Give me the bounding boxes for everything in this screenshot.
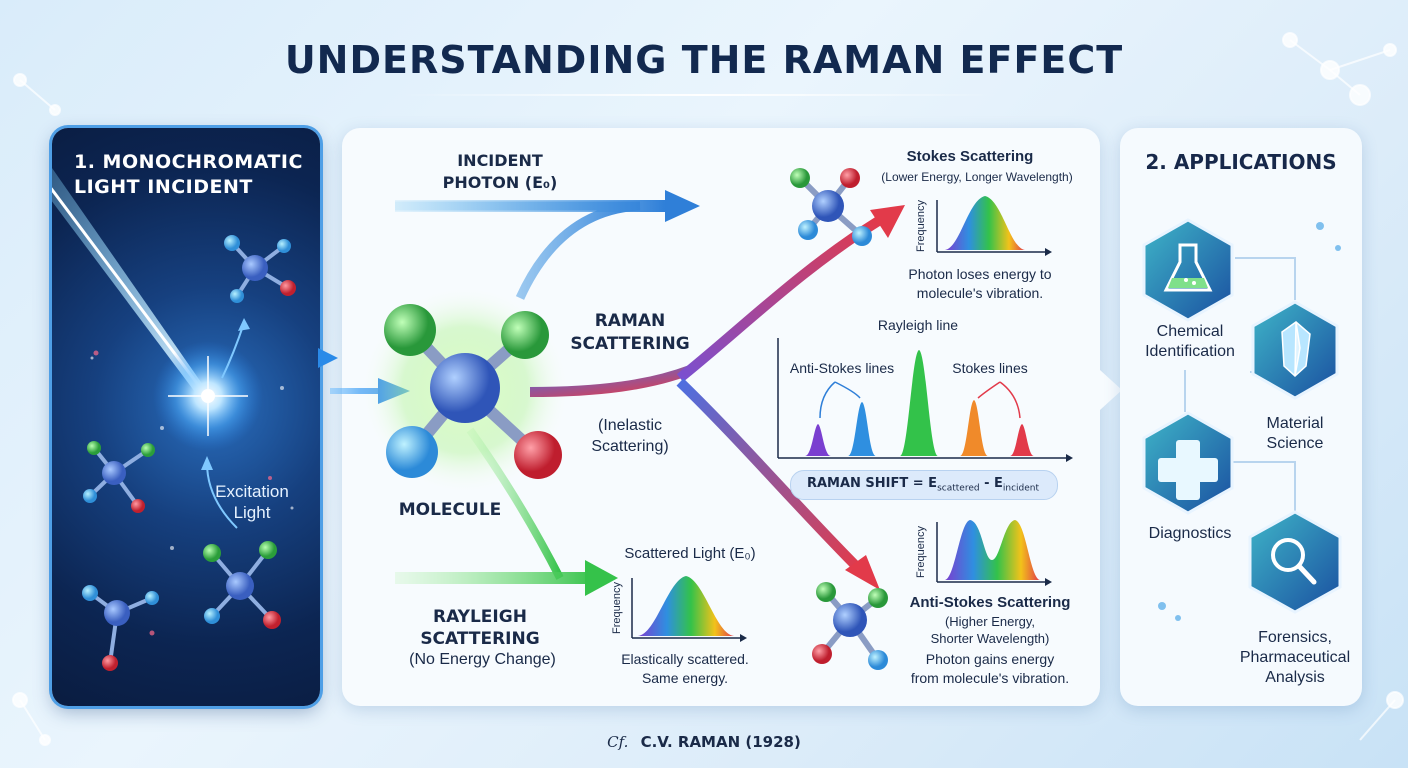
rayleigh-spectrum-chart — [631, 576, 747, 642]
raman-spectrum-chart — [777, 338, 1073, 462]
molecule-label: MOLECULE — [398, 500, 502, 520]
rayleigh-branch — [466, 427, 564, 580]
crystal-icon — [1281, 321, 1311, 378]
anti-stokes-desc: Photon gains energy from molecule's vibr… — [910, 651, 1070, 686]
shift-text: RAMAN SHIFT = E — [806, 476, 938, 491]
stokes-subtitle: (Lower Energy, Longer Wavelength) — [881, 170, 1073, 184]
anti-stokes-spectrum-chart — [936, 520, 1052, 586]
flask-icon — [1163, 243, 1213, 292]
anti-stokes-peak-1 — [805, 424, 831, 456]
rayleigh-peak — [900, 350, 938, 456]
anti-stokes-molecule — [833, 603, 867, 637]
rayleigh-axis-label: Frequency — [611, 582, 623, 634]
stokes-desc: Photon loses energy to molecule's vibrat… — [908, 266, 1052, 301]
magnifier-hex — [1248, 510, 1342, 614]
stokes-peak-2 — [1010, 424, 1034, 456]
rayleigh-arrow — [585, 560, 618, 596]
rayleigh-subtitle: (No Energy Change) — [409, 651, 556, 668]
title-underline — [400, 94, 1000, 96]
anti-stokes-peak-2 — [848, 402, 876, 456]
stokes-lines-label: Stokes lines — [952, 360, 1028, 376]
anti-stokes-axis-label: Frequency — [915, 526, 927, 578]
monochromatic-light-panel: 1. MONOCHROMATIC LIGHT INCIDENT Excitati… — [52, 128, 320, 706]
signature: Cf. — [607, 733, 629, 751]
monochromatic-heading: 1. MONOCHROMATIC LIGHT INCIDENT — [74, 151, 303, 198]
anti-stokes-arrow — [676, 378, 864, 574]
stokes-molecule — [812, 190, 844, 222]
central-molecule — [430, 353, 500, 423]
panel-pointer — [318, 348, 338, 368]
scattered-light-title: Scattered Light (E₀) — [624, 545, 756, 562]
excitation-light-label: Excitation Light — [215, 482, 289, 522]
raman-branch — [529, 365, 692, 397]
stokes-axis-label: Frequency — [915, 200, 927, 252]
page-title: UNDERSTANDING THE RAMAN EFFECT — [284, 38, 1124, 82]
incident-photon-label: INCIDENT PHOTON (E₀) — [442, 151, 558, 192]
medical-cross-icon — [1158, 440, 1218, 500]
raman-shift-box — [790, 470, 1058, 500]
shift-sub-scattered: scattered — [937, 483, 980, 494]
scattered-light-desc: Elastically scattered. Same energy. — [621, 651, 749, 686]
magnifier-icon — [1271, 538, 1317, 585]
applications-pointer — [1100, 370, 1122, 410]
inelastic-label: (Inelastic Scattering) — [591, 417, 669, 455]
credit-text: C.V. RAMAN (1928) — [640, 733, 801, 751]
stokes-peak-1 — [960, 400, 988, 456]
applications-heading: 2. APPLICATIONS — [1145, 150, 1337, 174]
shift-minus: - E — [979, 476, 1003, 491]
flask-hex — [1142, 218, 1234, 322]
app-diagnostics: Diagnostics — [1148, 525, 1232, 542]
stokes-arrow — [676, 215, 883, 382]
app-chemical-identification: Chemical Identification — [1145, 323, 1235, 360]
rayleigh-line-label: Rayleigh line — [877, 317, 959, 333]
incident-beam — [330, 388, 390, 394]
app-forensics: Forensics, Pharmaceutical Analysis — [1239, 629, 1351, 686]
laser-illustration — [52, 168, 296, 671]
app-material-science: Material Science — [1266, 415, 1324, 452]
anti-stokes-lines-label: Anti-Stokes lines — [789, 360, 895, 376]
raman-shift-formula: RAMAN SHIFT = Escattered - Eincident — [790, 476, 1056, 494]
stokes-spectrum-chart — [936, 196, 1052, 256]
stokes-title: Stokes Scattering — [906, 148, 1034, 165]
anti-stokes-subtitle: (Higher Energy, Shorter Wavelength) — [930, 614, 1050, 646]
rayleigh-scattering-label: RAYLEIGH SCATTERING — [420, 607, 540, 649]
footer-credit: Cf. C.V. RAMAN (1928) — [0, 733, 1408, 751]
anti-stokes-title: Anti-Stokes Scattering — [909, 594, 1071, 611]
raman-scattering-label: RAMAN SCATTERING — [570, 311, 690, 354]
shift-sub-incident: incident — [1002, 483, 1040, 494]
